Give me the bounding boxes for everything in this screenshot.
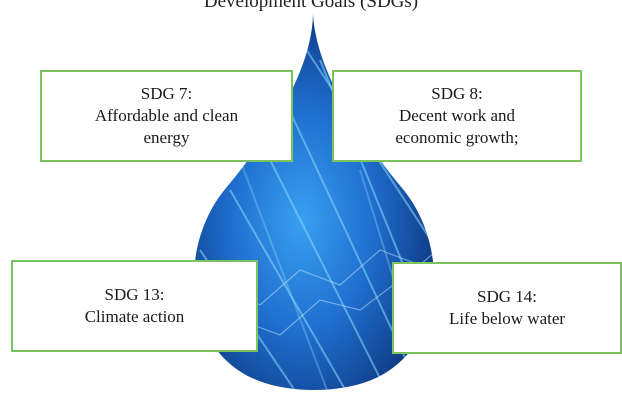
goal-text: Life below water: [448, 309, 566, 328]
goal-box-sdg7: SDG 7: Affordable and clean energy: [40, 70, 293, 162]
goal-label: SDG 7:: [140, 84, 193, 103]
goal-text: Affordable and clean: [94, 106, 239, 125]
goal-box-sdg8: SDG 8: Decent work and economic growth;: [332, 70, 582, 162]
goal-text: Decent work and: [398, 106, 516, 125]
goal-text: economic growth;: [395, 128, 519, 147]
diagram-title: Development Goals (SDGs): [203, 0, 419, 12]
goal-label: SDG 14:: [477, 287, 537, 306]
goal-box-sdg14: SDG 14: Life below water: [392, 262, 622, 354]
goal-text: Climate action: [84, 307, 185, 326]
goal-label: SDG 8:: [431, 84, 483, 103]
goal-text: energy: [143, 128, 190, 147]
goal-label: SDG 13:: [104, 285, 165, 304]
goal-box-sdg13: SDG 13: Climate action: [11, 260, 258, 352]
